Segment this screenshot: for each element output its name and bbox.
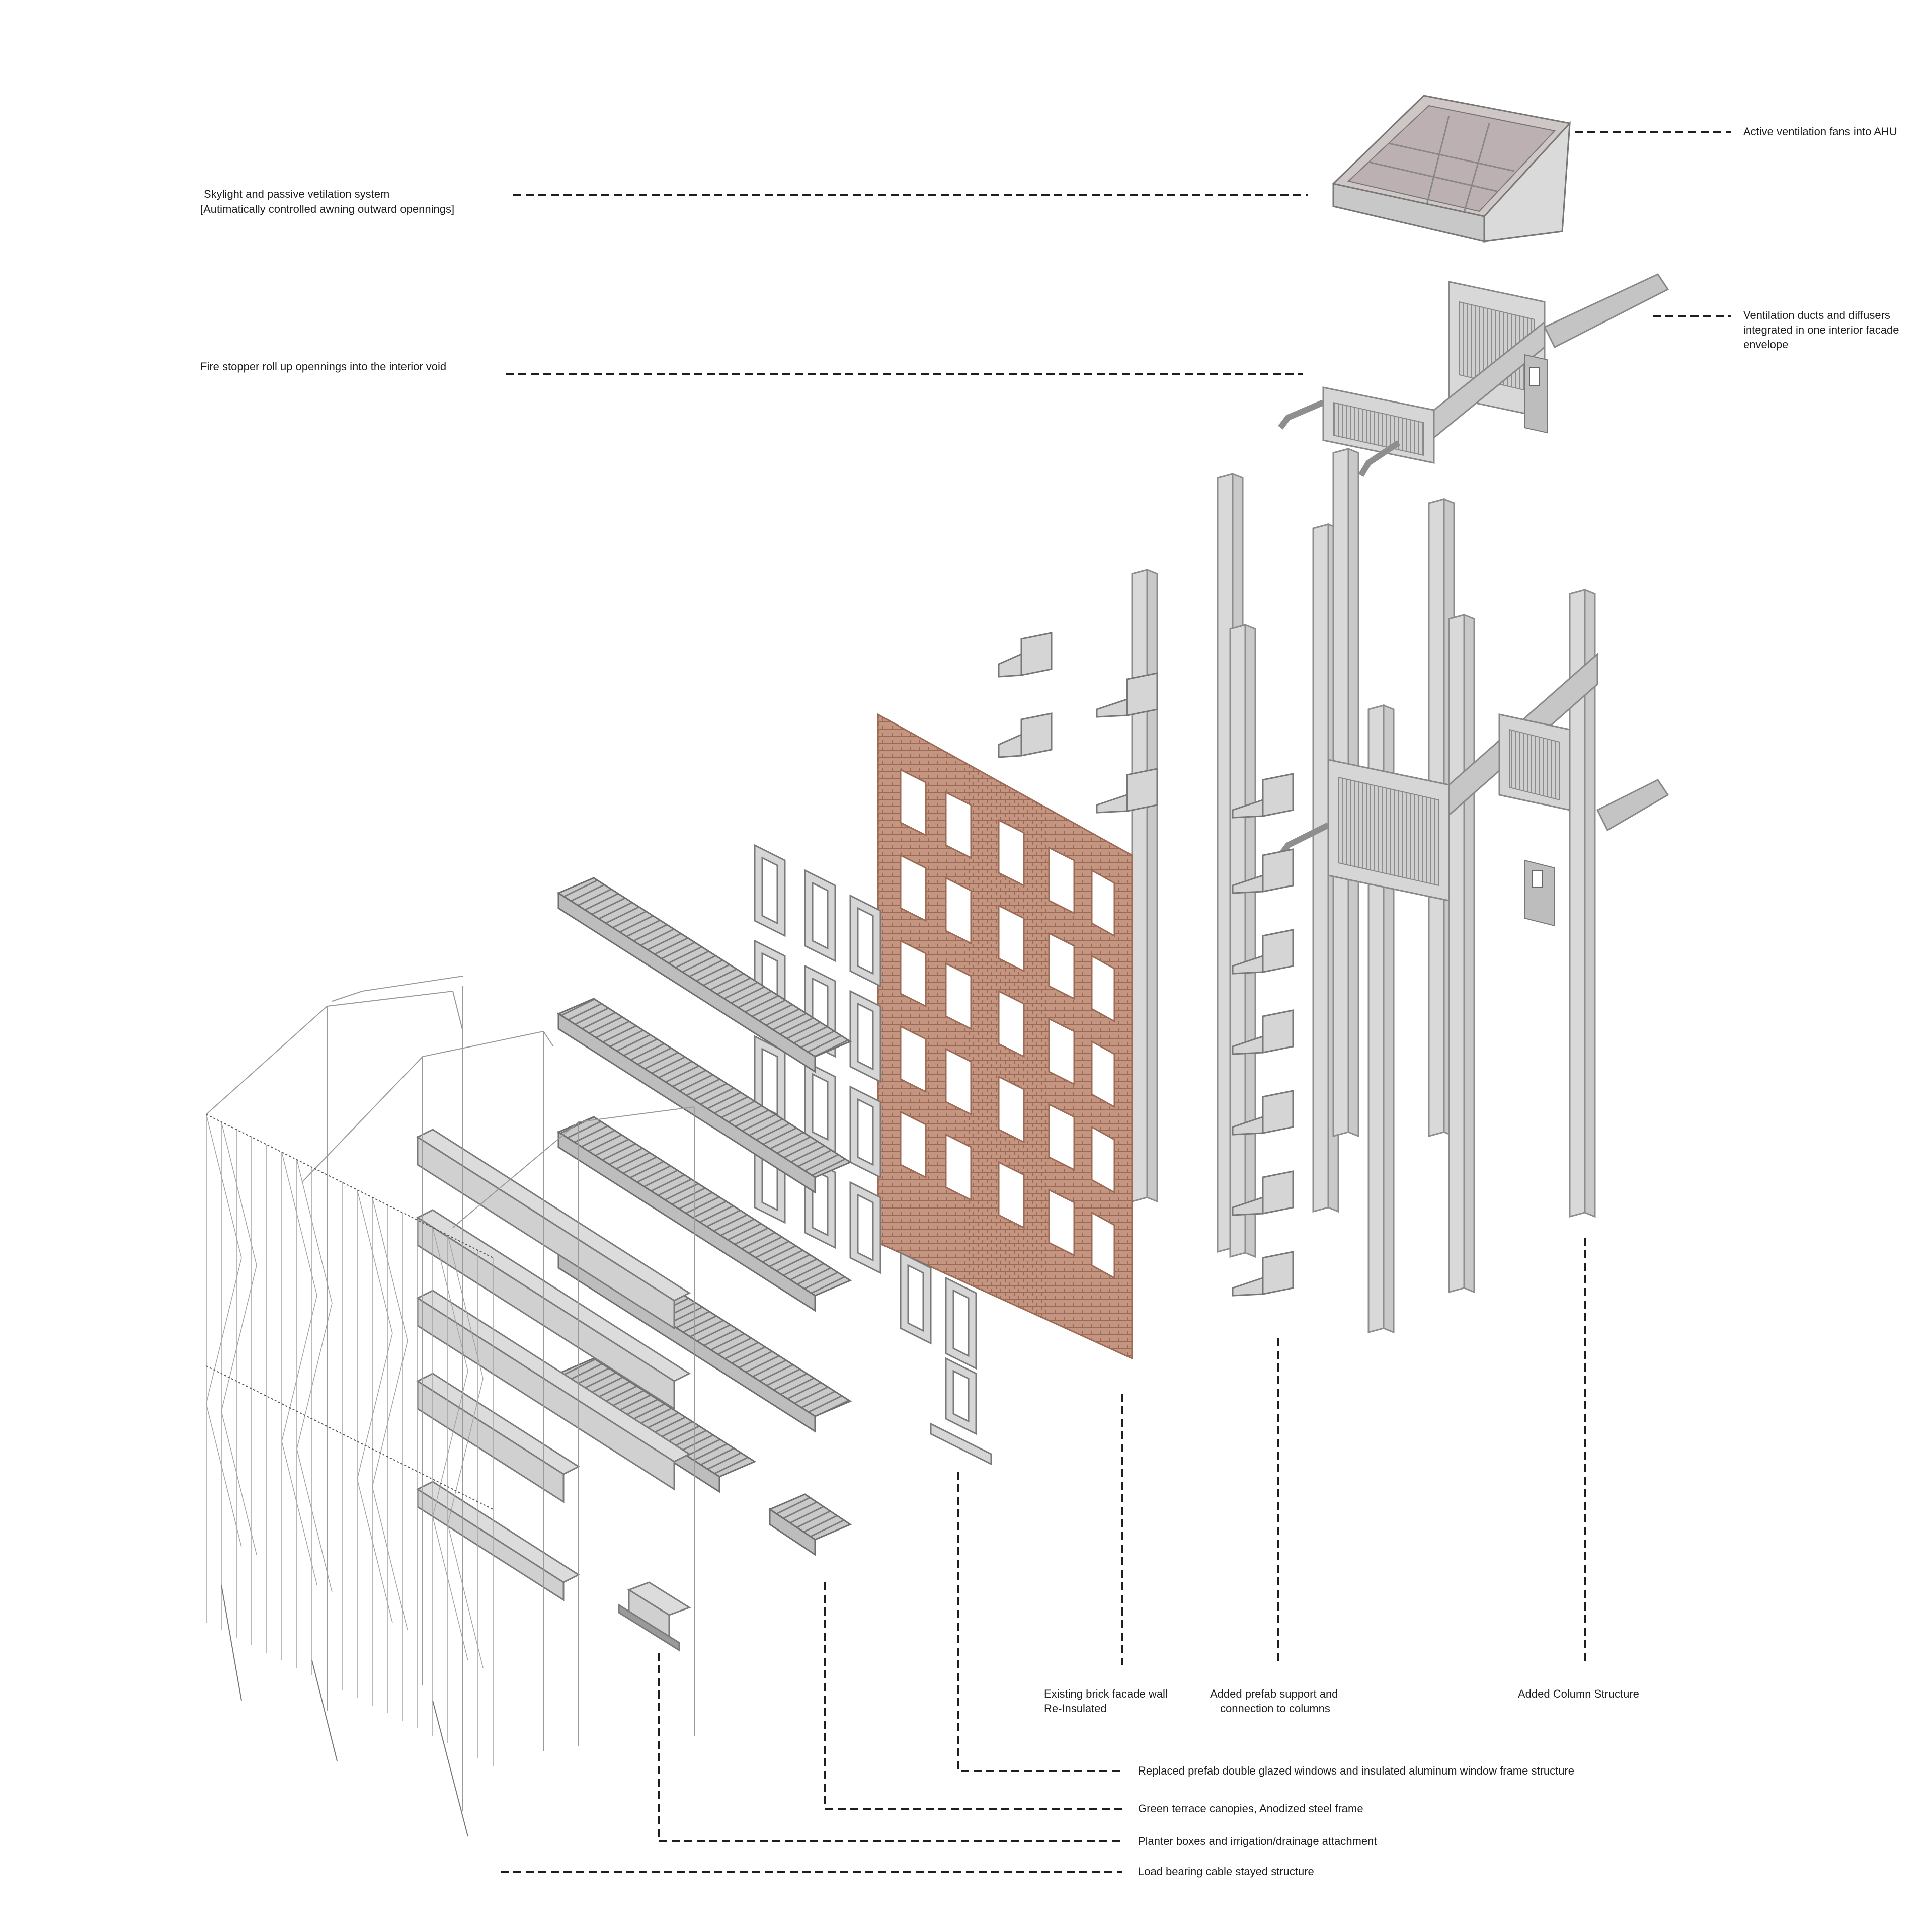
added-column-structure [1131,447,1596,1334]
label-brick-line2: Re-Insulated [1044,1702,1107,1715]
prefab-windows [754,844,992,1466]
label-column: Added Column Structure [1518,1687,1639,1700]
leader-lines [501,131,1731,1873]
planter-boxes [416,1129,691,1652]
label-skylight-sub: [Autimatically controlled awning outward… [200,203,455,215]
label-ducts-line1: Ventilation ducts and diffusers [1743,309,1890,321]
label-planters: Planter boxes and irrigation/drainage at… [1138,1835,1377,1847]
label-windows: Replaced prefab double glazed windows an… [1138,1764,1575,1777]
label-support-line1: Added prefab support and [1210,1687,1338,1700]
label-cables: Load bearing cable stayed structure [1138,1865,1314,1878]
ventilation-duct-module-lower [1278,652,1669,927]
brick-facade-wall [877,713,1133,1360]
leader-planters [658,1653,1122,1842]
leader-canopies [824,1582,1122,1810]
label-active-ventilation: Active ventilation fans into AHU [1743,125,1897,138]
label-fire-stopper: Fire stopper roll up opennings into the … [200,360,447,373]
label-support-line2: connection to columns [1220,1702,1330,1715]
ventilation-duct-module-upper [1278,273,1669,477]
skylight-module [1332,95,1571,243]
green-terrace-canopies [556,877,852,1556]
cable-stayed-structure [206,976,695,1837]
label-canopies: Green terrace canopies, Anodized steel f… [1138,1802,1363,1815]
prefab-support-brackets [998,632,1294,1297]
label-brick-line1: Existing brick facade wall [1044,1687,1168,1700]
label-ducts-line3: envelope [1743,338,1789,351]
label-ducts-line2: integrated in one interior facade [1743,324,1899,336]
leader-windows [957,1472,1122,1772]
label-skylight: Skylight and passive vetilation system [204,188,390,200]
